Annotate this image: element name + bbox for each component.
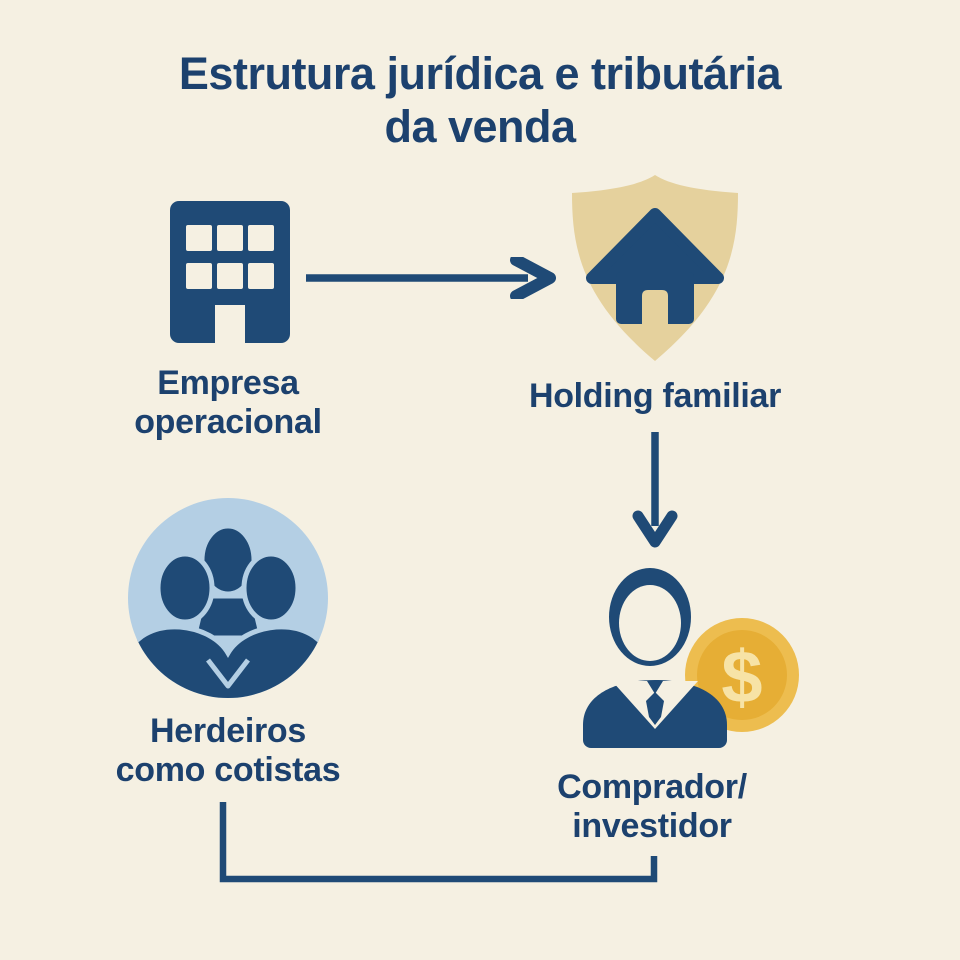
comprador-investidor-label: Comprador/ investidor <box>482 768 822 847</box>
elbow-connector-line <box>219 802 658 883</box>
label-line: Holding familiar <box>528 377 782 415</box>
people-group-icon <box>128 498 328 698</box>
person-right-head <box>241 551 301 625</box>
label-line: Empresa <box>157 364 299 402</box>
label-line: operacional <box>134 403 322 442</box>
holding-familiar-label: Holding familiar <box>485 377 825 416</box>
herdeiros-cotistas-label: Herdeiros como cotistas <box>58 712 398 791</box>
empresa-operacional-label: Empresa operacional <box>58 364 398 443</box>
businessman-icon <box>583 568 727 748</box>
page-title-line1: Estrutura jurídica e tributária <box>178 48 782 99</box>
page-title: Estrutura jurídica e tributária da venda <box>0 48 960 153</box>
label-line: como cotistas <box>115 751 341 790</box>
house-door <box>642 290 668 324</box>
shield-house-icon <box>572 175 738 361</box>
businessman-coin-icon: $ <box>583 568 799 748</box>
group-shoulder-seam <box>206 658 250 689</box>
dollar-sign: $ <box>721 636 762 719</box>
label-line: Herdeiros <box>149 712 307 750</box>
page-title-line2: da venda <box>384 100 576 152</box>
house-icon <box>586 208 724 324</box>
building-door <box>215 305 245 343</box>
arrow-down-icon <box>632 432 678 548</box>
label-line: Comprador/ <box>557 768 747 806</box>
building-windows <box>186 225 274 289</box>
person-left-head <box>155 551 215 625</box>
building-icon <box>170 201 290 343</box>
label-line: investidor <box>572 807 732 846</box>
businessman-tie <box>646 692 664 725</box>
businessman-face <box>619 585 681 661</box>
arrow-right-icon <box>306 257 556 299</box>
